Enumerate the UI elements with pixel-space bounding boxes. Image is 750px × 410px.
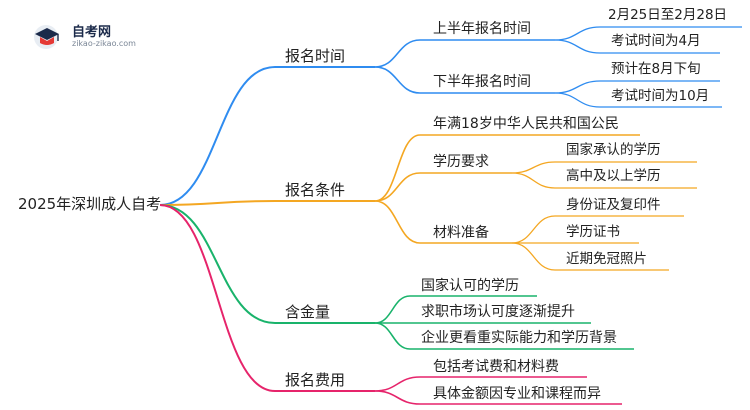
leaf-second-half-exam: 考试时间为10月 <box>611 88 710 104</box>
leaf-connector <box>554 39 601 54</box>
node-second-half-registration: 下半年报名时间 <box>433 74 531 90</box>
leaf-diploma: 学历证书 <box>566 224 620 240</box>
branch-value: 含金量 <box>285 303 331 321</box>
node-enterprise-focus: 企业更看重实际能力和学历背景 <box>421 330 617 346</box>
node-connector <box>374 134 421 202</box>
branch-connector <box>159 200 276 206</box>
node-connector <box>374 200 421 244</box>
logo-url: zikao-zikao.com <box>72 39 136 48</box>
graduation-cap-icon <box>34 25 59 49</box>
node-connector <box>374 390 421 405</box>
branch-connector <box>159 204 276 392</box>
branch-registration-time: 报名时间 <box>285 47 346 65</box>
node-connector <box>374 39 421 68</box>
node-job-market: 求职市场认可度逐渐提升 <box>421 304 575 320</box>
branch-connector <box>159 204 276 324</box>
leaf-connector <box>511 161 556 174</box>
leaf-recognized-education: 国家承认的学历 <box>566 142 661 158</box>
root-node: 2025年深圳成人自考 <box>18 195 162 213</box>
node-connector <box>374 66 421 94</box>
branch-registration-conditions: 报名条件 <box>285 181 346 199</box>
leaf-second-half-dates: 预计在8月下旬 <box>611 61 701 77</box>
leaf-first-half-exam: 考试时间为4月 <box>611 33 701 49</box>
leaf-high-school-above: 高中及以上学历 <box>566 168 661 184</box>
branch-registration-fee: 报名费用 <box>285 371 346 389</box>
node-connector <box>374 322 411 350</box>
leaf-connector <box>554 92 601 108</box>
leaf-photo: 近期免冠照片 <box>566 251 647 267</box>
logo-brand: 自考网 <box>72 25 112 40</box>
leaf-first-half-dates: 2月25日至2月28日 <box>608 7 728 23</box>
node-nationally-recognized: 国家认可的学历 <box>421 278 519 294</box>
node-materials: 材料准备 <box>433 225 489 241</box>
node-fee-varies: 具体金额因专业和课程而异 <box>433 386 601 402</box>
node-education-requirement: 学历要求 <box>433 154 489 170</box>
leaf-id-card: 身份证及复印件 <box>566 197 661 213</box>
logo: 自考网 zikao-zikao.com <box>32 18 142 54</box>
leaf-connector <box>511 172 556 189</box>
node-first-half-registration: 上半年报名时间 <box>433 21 531 37</box>
node-age-citizenship: 年满18岁中华人民共和国公民 <box>433 116 619 132</box>
leaf-connector <box>511 242 556 271</box>
node-connector <box>374 376 421 392</box>
branch-connector <box>159 66 276 206</box>
leaf-connector <box>554 26 601 41</box>
leaf-connector <box>554 80 601 94</box>
node-fee-includes: 包括考试费和材料费 <box>433 359 559 375</box>
node-connector <box>374 295 411 324</box>
leaf-connector <box>511 215 556 244</box>
node-connector <box>374 172 421 202</box>
